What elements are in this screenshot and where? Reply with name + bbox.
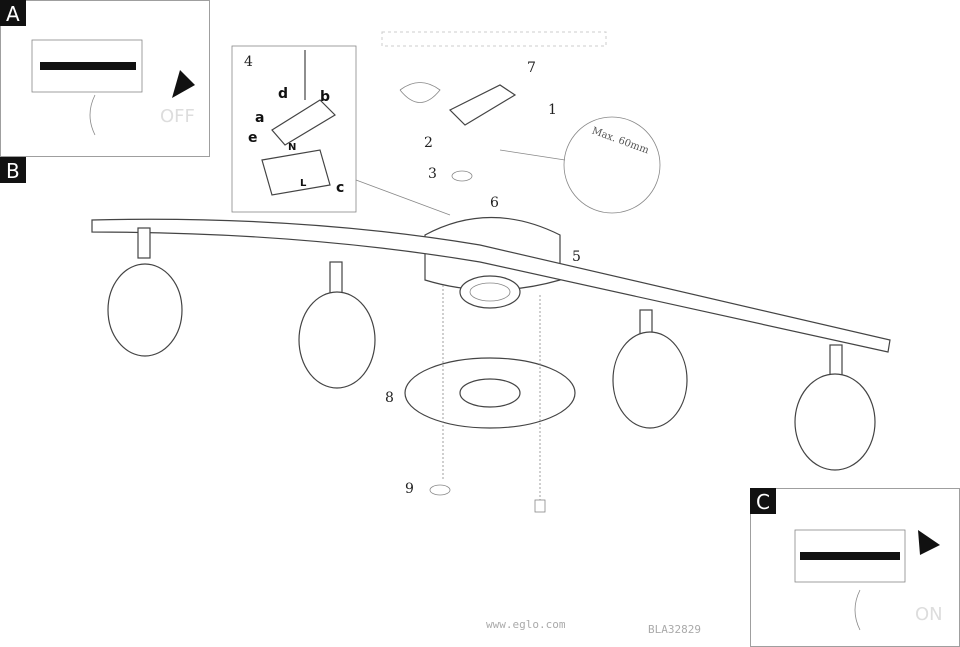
neutral-label: N [288,142,296,153]
switch-off-arrow-icon [172,70,195,98]
step-6-label: 6 [490,195,499,211]
light-bar [91,218,891,353]
step-8-label: 8 [385,390,394,406]
letter-d: d [278,86,288,102]
step-7-label: 7 [527,60,536,76]
letter-b: b [320,89,330,105]
switch-on-arrow-icon [918,530,940,555]
website-text: www.eglo.com [486,618,566,631]
step-9-label: 9 [405,481,414,497]
panel-b-label: B [6,159,20,183]
wire-strip-callout: Max. 60mm [499,116,661,214]
screw [429,484,451,496]
off-label: OFF [160,106,195,127]
letter-c: c [336,180,344,196]
panel-a-label: A [6,2,20,26]
spotlight-4 [794,344,876,471]
cover-plate [404,357,576,429]
panel-a-switch-off: A OFF [0,0,210,157]
mounting-bracket [399,82,517,182]
on-label: ON [915,604,943,625]
product-code: BLA32829 [648,623,701,636]
ceiling-hatch [381,31,607,47]
max-60mm-note: Max. 60mm [590,126,651,157]
spotlight-2 [298,261,376,389]
step-1-label: 1 [548,102,557,118]
spotlight-3 [612,309,688,429]
letter-a: a [255,110,264,126]
fuse-box-icon [31,39,143,93]
fuse-box-icon [794,529,906,583]
step-3-label: 3 [428,166,437,182]
terminal-detail-box: 4 d b a e c N L [231,45,357,213]
hand-icon [89,94,96,136]
step-2-label: 2 [424,135,433,151]
step-4-label: 4 [244,54,253,70]
letter-e: e [248,130,258,146]
spotlight-1 [107,227,183,357]
live-label: L [300,178,307,189]
hand-icon [854,589,861,631]
panel-c-switch-on: C ON [750,488,960,647]
panel-c-label: C [756,490,770,514]
step-5-label: 5 [572,249,581,265]
cap-nut [534,499,546,513]
